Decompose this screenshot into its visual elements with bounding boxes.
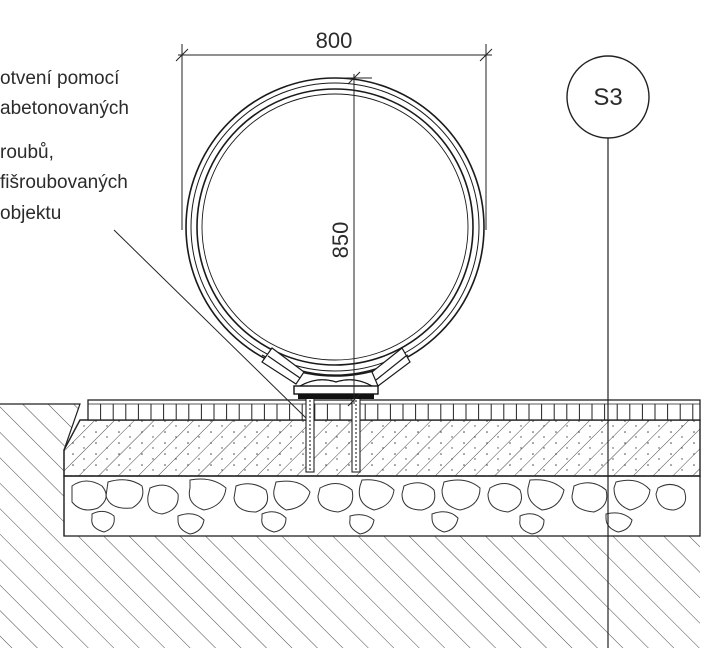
width-dimension-label: 800	[316, 28, 353, 53]
width-dimension	[175, 44, 493, 230]
base-brackets	[261, 347, 411, 387]
concrete-slab	[63, 419, 701, 477]
section-marker-label: S3	[593, 84, 622, 111]
paving-blocks	[87, 399, 701, 421]
annotation-line-4: fišroubovaných	[0, 172, 128, 193]
soil-hatching	[0, 404, 700, 648]
height-dimension	[342, 71, 372, 407]
annotation-leader-line	[113, 229, 307, 419]
annotation-line-1: otvení pomocí	[0, 68, 120, 89]
ground-edge-left	[0, 403, 81, 536]
height-dimension-label: 850	[328, 222, 353, 259]
annotation-line-5: objektu	[0, 203, 61, 224]
annotation-line-3: roubů,	[0, 142, 54, 163]
section-marker	[566, 55, 650, 648]
base-plate	[293, 379, 379, 399]
annotation-text: otvení pomocí abetonovaných roubů, fišro…	[0, 68, 129, 224]
gravel-layer	[63, 475, 701, 537]
annotation-line-2: abetonovaných	[0, 98, 129, 119]
